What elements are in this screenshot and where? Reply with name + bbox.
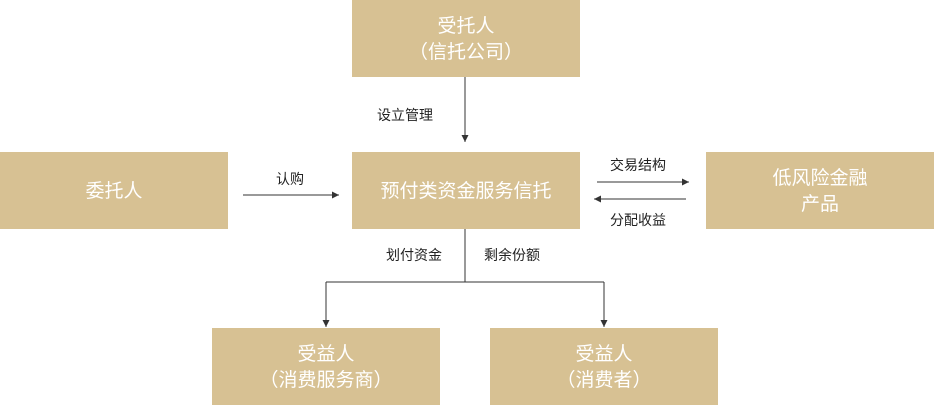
- node-settlor-title: 委托人: [85, 179, 143, 202]
- edge-label-subscribe: 认购: [276, 172, 304, 188]
- node-beneficiary-consumer-subtitle: （消费者）: [556, 368, 652, 391]
- node-trustee: 受托人 （信托公司）: [352, 0, 580, 77]
- node-settlor: 委托人: [0, 152, 228, 229]
- edge-label-transfer-funds: 划付资金: [386, 248, 442, 264]
- node-beneficiary-merchant: 受益人 （消费服务商）: [212, 328, 440, 405]
- node-beneficiary-merchant-title: 受益人: [297, 342, 355, 365]
- edge-label-setup-manage: 设立管理: [377, 108, 433, 124]
- node-trust-title: 预付类资金服务信托: [380, 179, 552, 202]
- node-product-subtitle: 产品: [800, 192, 839, 215]
- node-trustee-title: 受托人: [437, 14, 495, 37]
- node-beneficiary-consumer-title: 受益人: [575, 342, 633, 365]
- node-beneficiary-consumer: 受益人 （消费者）: [490, 328, 718, 405]
- node-trust: 预付类资金服务信托: [352, 152, 580, 229]
- node-beneficiary-merchant-subtitle: （消费服务商）: [259, 368, 393, 391]
- edge-label-remaining-share: 剩余份额: [484, 248, 540, 264]
- edge-label-trade-structure: 交易结构: [610, 158, 666, 174]
- edge-label-distribute-income: 分配收益: [610, 213, 666, 229]
- node-trustee-subtitle: （信托公司）: [408, 40, 523, 63]
- node-product: 低风险金融 产品: [706, 152, 934, 229]
- node-product-title: 低风险金融: [772, 166, 868, 189]
